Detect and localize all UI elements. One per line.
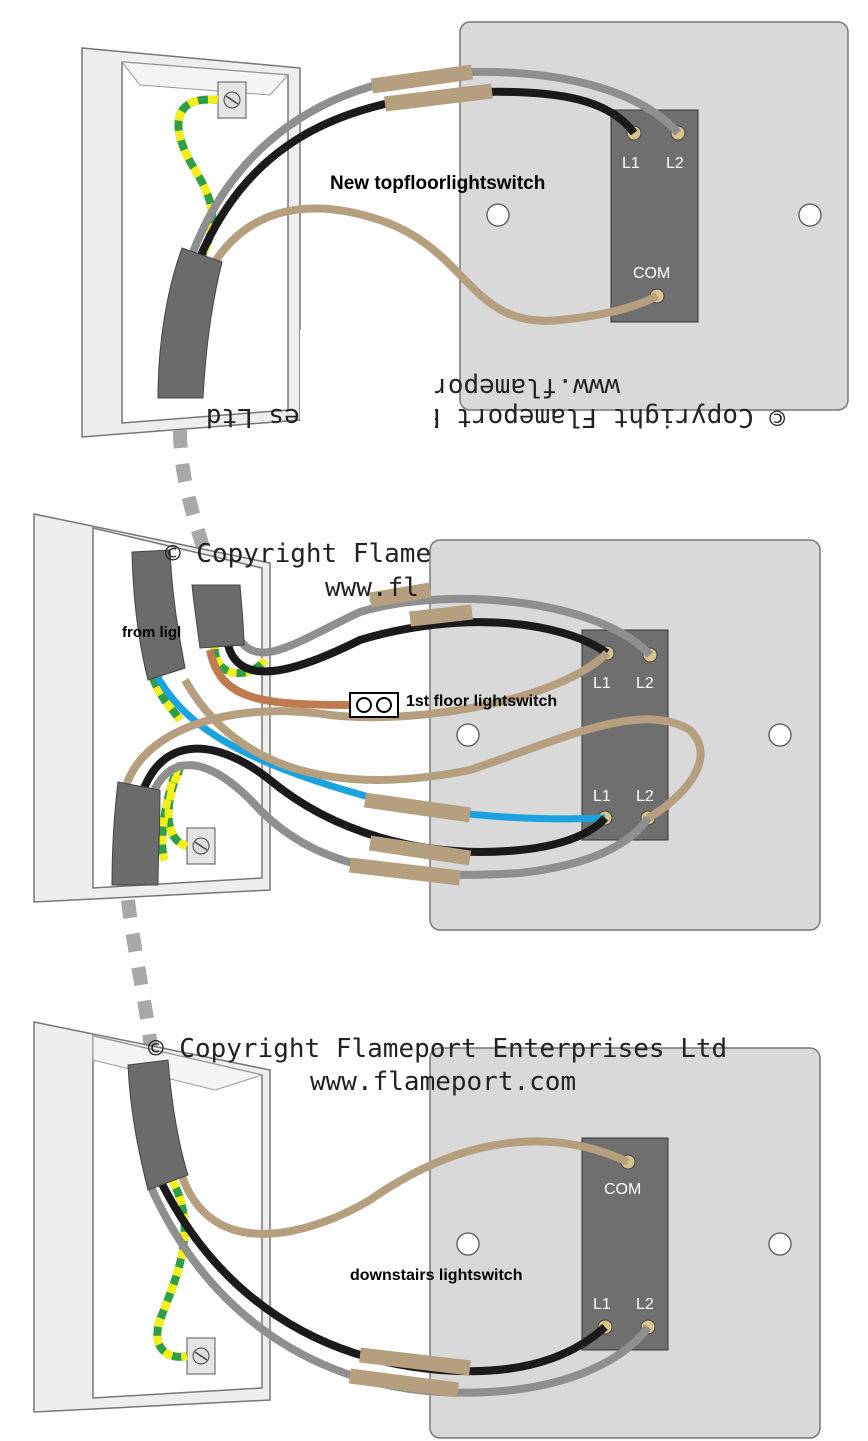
top-watermark-line1: © Copyright Flameport Enterprises Ltd xyxy=(206,402,785,432)
downstairs-l2-label: L2 xyxy=(636,1296,654,1313)
top-l1-label: L1 xyxy=(622,155,640,172)
downstairs-l1-label: L1 xyxy=(593,1296,611,1313)
first-sleeve-5 xyxy=(349,857,461,886)
middle-watermark-line2: www.fl xyxy=(325,573,419,603)
top-sleeve-grey xyxy=(370,64,474,94)
downstairs-switch-assembly: COM L1 L2 downstairs lightswitch xyxy=(33,1021,821,1439)
top-switch-title: New topfloorlightswitch xyxy=(330,173,545,194)
top-switch-mechanism xyxy=(610,109,699,323)
first-upper-l2-label: L2 xyxy=(636,675,654,692)
downstairs-fixing-hole-right xyxy=(768,1232,792,1256)
top-sleeve-black xyxy=(384,83,493,112)
downstairs-sleeve-grey xyxy=(349,1368,459,1398)
downstairs-switch-title: downstairs lightswitch xyxy=(350,1267,522,1284)
first-upper-l1-label: L1 xyxy=(593,675,611,692)
first-loop-core xyxy=(181,678,705,822)
middle-watermark: © Copyright Flame www.fl xyxy=(165,539,431,603)
downstairs-cable-sheath xyxy=(127,1059,189,1191)
downstairs-sleeve-black xyxy=(359,1347,471,1376)
top-com-label: COM xyxy=(633,265,670,282)
first-cable-from-light xyxy=(131,549,186,681)
first-lower-sleeved-core xyxy=(121,650,610,792)
downstairs-switch-mechanism xyxy=(581,1137,669,1351)
first-fixing-hole-right xyxy=(768,723,792,747)
top-com-core xyxy=(206,204,659,325)
bottom-watermark: © Copyright Flameport Enterprises Ltd ww… xyxy=(148,1034,727,1097)
downstairs-com-core xyxy=(176,1137,630,1238)
top-cable-sheath xyxy=(157,247,223,399)
strapper-cable-upper xyxy=(173,429,217,573)
top-l2-label: L2 xyxy=(666,155,684,172)
first-upper-black-core xyxy=(224,618,610,676)
first-sleeve-4 xyxy=(368,835,472,866)
downstairs-earth-terminal xyxy=(186,1337,216,1375)
first-live-brown-wire xyxy=(206,649,351,709)
first-fixing-hole-left xyxy=(456,723,480,747)
bottom-watermark-line2: www.flameport.com xyxy=(310,1067,576,1097)
first-cable-lower-strapper xyxy=(111,781,161,886)
first-sleeve-2 xyxy=(409,604,473,627)
first-lower-l2-label: L2 xyxy=(636,788,654,805)
first-cable-upper-strapper xyxy=(191,584,245,649)
first-sleeve-3 xyxy=(363,792,472,823)
first-floor-switch-assembly: L1 L2 L1 L2 xyxy=(33,513,821,931)
top-fixing-hole-left xyxy=(486,203,510,227)
bottom-watermark-line1: © Copyright Flameport Enterprises Ltd xyxy=(148,1034,727,1064)
first-upper-grey-core xyxy=(236,594,653,658)
first-sleeve-1 xyxy=(368,582,432,608)
from-light-label: from ligl xyxy=(122,624,181,641)
first-lower-l1-label: L1 xyxy=(593,788,611,805)
middle-watermark-line1: © Copyright Flame xyxy=(165,539,431,569)
top-fixing-hole-right xyxy=(798,203,822,227)
downstairs-fixing-hole-left xyxy=(456,1232,480,1256)
top-floor-switch-assembly: L1 L2 COM New topfloorlightswitch xyxy=(81,21,849,438)
downstairs-com-label: COM xyxy=(604,1181,641,1198)
first-lower-black-core xyxy=(136,744,609,856)
first-switch-title: 1st floor lightswitch xyxy=(406,693,557,710)
strapper-cable-lower xyxy=(121,899,159,1061)
